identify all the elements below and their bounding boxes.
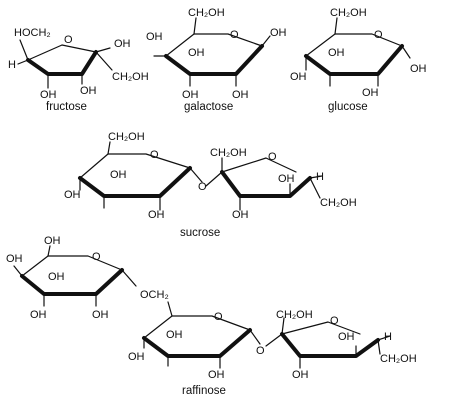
sucrose-glycosidic-oxygen: O xyxy=(198,181,207,193)
sucrose-oh-label: OH xyxy=(278,173,295,185)
sucrose-oh-label: OH xyxy=(148,209,165,221)
sucrose-ch2oh-label: CH₂OH xyxy=(108,131,145,143)
raffinose-oh-label: OH xyxy=(338,331,355,343)
fructose-ring-oxygen: O xyxy=(64,34,73,46)
glucose-oh-label: OH xyxy=(410,63,427,75)
sucrose-ring-oxygen: O xyxy=(150,149,159,161)
raffinose-oh-label: OH xyxy=(208,369,225,381)
raffinose-glycosidic-oxygen: O xyxy=(256,345,265,357)
fructose-h-label: H xyxy=(8,59,16,71)
glucose-name: glucose xyxy=(328,101,368,113)
galactose-oh-label: OH xyxy=(182,89,199,101)
raffinose-oh-label: OH xyxy=(92,309,109,321)
sucrose-ring-oxygen: O xyxy=(268,151,277,163)
galactose-oh-label: OH xyxy=(146,31,163,43)
fructose-ch2oh-label: CH₂OH xyxy=(112,71,149,83)
glucose-structure: CH₂OH O OH OH OH OH glucose xyxy=(290,7,427,113)
galactose-oh-label: OH xyxy=(188,47,205,59)
sucrose-ch2oh-label: CH₂OH xyxy=(320,197,357,209)
sucrose-structure: CH₂OH O OH OH OH O CH₂OH O OH H CH₂OH OH… xyxy=(64,131,357,239)
raffinose-name: raffinose xyxy=(182,385,226,397)
raffinose-ring-oxygen: O xyxy=(92,251,101,263)
sucrose-oh-label: OH xyxy=(110,169,127,181)
galactose-oh-label: OH xyxy=(232,89,249,101)
galactose-oh-label: OH xyxy=(270,27,287,39)
glucose-oh-label: OH xyxy=(328,47,345,59)
raffinose-h-label: H xyxy=(384,331,392,343)
raffinose-oh-label: OH xyxy=(30,309,47,321)
fructose-oh-label: OH xyxy=(40,89,57,101)
raffinose-och2-label: OCH₂ xyxy=(140,289,169,301)
galactose-ring-oxygen: O xyxy=(230,29,239,41)
sucrose-ch2oh-label: CH₂OH xyxy=(210,147,247,159)
fructose-oh-label: OH xyxy=(80,85,97,97)
fructose-oh-label: OH xyxy=(114,38,131,50)
raffinose-oh-label: OH xyxy=(292,369,309,381)
raffinose-oh-label: OH xyxy=(166,329,183,341)
raffinose-ch2oh-label: CH₂OH xyxy=(380,353,417,365)
raffinose-oh-label: OH xyxy=(128,351,145,363)
raffinose-structure: OH O OH OH OH OH OCH₂ O OH OH OH O CH₂OH… xyxy=(6,235,417,397)
raffinose-ring-oxygen: O xyxy=(330,315,339,327)
fructose-ch2oh-label: HOCH₂ xyxy=(14,27,51,39)
galactose-ch2oh-label: CH₂OH xyxy=(188,7,225,19)
raffinose-oh-label: OH xyxy=(48,271,65,283)
galactose-structure: CH₂OH O OH OH OH OH OH galactose xyxy=(146,7,287,113)
sucrose-name: sucrose xyxy=(180,227,220,239)
glucose-ring-oxygen: O xyxy=(374,29,383,41)
sucrose-oh-label: OH xyxy=(232,209,249,221)
raffinose-oh-label: OH xyxy=(44,235,61,247)
glucose-ch2oh-label: CH₂OH xyxy=(330,7,367,19)
glucose-oh-label: OH xyxy=(290,71,307,83)
sucrose-h-label: H xyxy=(316,171,324,183)
raffinose-ch2oh-label: CH₂OH xyxy=(276,309,313,321)
raffinose-oh-label: OH xyxy=(6,253,23,265)
fructose-structure: HOCH₂ O H OH OH CH₂OH OH fructose xyxy=(8,27,149,113)
galactose-name: galactose xyxy=(184,101,233,113)
fructose-name: fructose xyxy=(46,101,87,113)
sucrose-oh-label: OH xyxy=(64,189,81,201)
raffinose-ring-oxygen: O xyxy=(214,311,223,323)
glucose-oh-label: OH xyxy=(362,87,379,99)
